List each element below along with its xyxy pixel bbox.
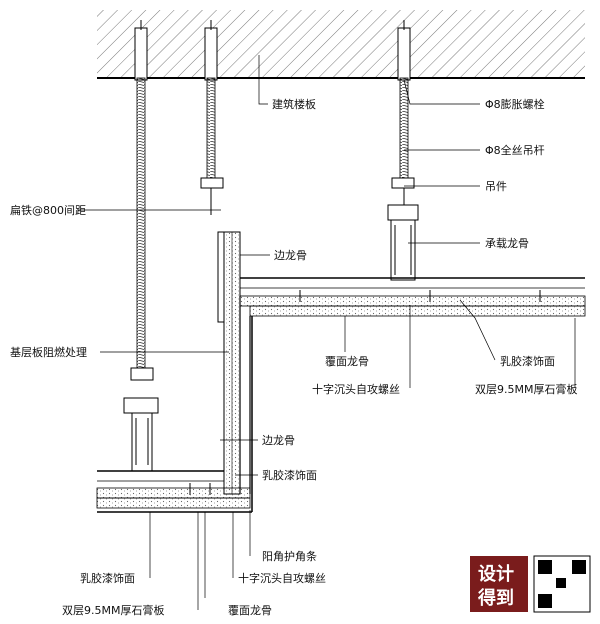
label-threaded-rod: Φ8全丝吊杆 xyxy=(485,143,545,157)
label-latex-paint-upper: 乳胶漆饰面 xyxy=(500,354,555,368)
lower-gypsum-boards xyxy=(96,316,253,513)
label-edge-keel-upper: 边龙骨 xyxy=(274,249,307,262)
label-flat-iron: 扁铁@800间距 xyxy=(10,204,86,217)
label-cover-keel-lower: 覆面龙骨 xyxy=(228,604,272,617)
label-fire-treatment: 基层板阻燃处理 xyxy=(10,345,87,359)
label-edge-keel-lower: 边龙骨 xyxy=(262,434,295,447)
label-gypsum-upper: 双层9.5MM厚石膏板 xyxy=(475,382,577,396)
rod-3 xyxy=(397,20,411,179)
upper-gypsum-boards xyxy=(239,295,586,494)
lower-screws xyxy=(189,483,211,495)
label-cover-keel-upper: 覆面龙骨 xyxy=(325,355,369,368)
rod-2 xyxy=(204,20,218,179)
watermark-line2: 得到 xyxy=(477,587,514,609)
label-expansion-bolt: Φ8膨胀螺栓 xyxy=(485,97,545,111)
floor-slab xyxy=(97,10,585,78)
hanger-1 xyxy=(123,367,159,472)
label-hanger: 吊件 xyxy=(485,180,507,193)
label-screw-upper: 十字沉头自攻螺丝 xyxy=(312,382,400,396)
watermark: 设计 得到 xyxy=(470,555,591,613)
label-screw-lower: 十字沉头自攻螺丝 xyxy=(238,571,326,585)
label-latex-paint-lower: 乳胶漆饰面 xyxy=(80,571,135,585)
rod-1 xyxy=(134,20,148,369)
label-floor-slab: 建筑楼板 xyxy=(272,97,316,111)
upper-screws xyxy=(299,290,541,302)
leader-lines xyxy=(78,55,576,610)
label-corner-strip: 阳角护角条 xyxy=(262,549,317,563)
label-latex-paint-mid: 乳胶漆饰面 xyxy=(262,468,317,482)
hanger-2 xyxy=(200,177,224,215)
hanger-3 xyxy=(387,177,419,281)
label-gypsum-lower: 双层9.5MM厚石膏板 xyxy=(62,603,164,617)
watermark-line1: 设计 xyxy=(478,563,514,585)
label-main-keel: 承载龙骨 xyxy=(485,237,529,250)
vertical-board xyxy=(217,231,241,495)
